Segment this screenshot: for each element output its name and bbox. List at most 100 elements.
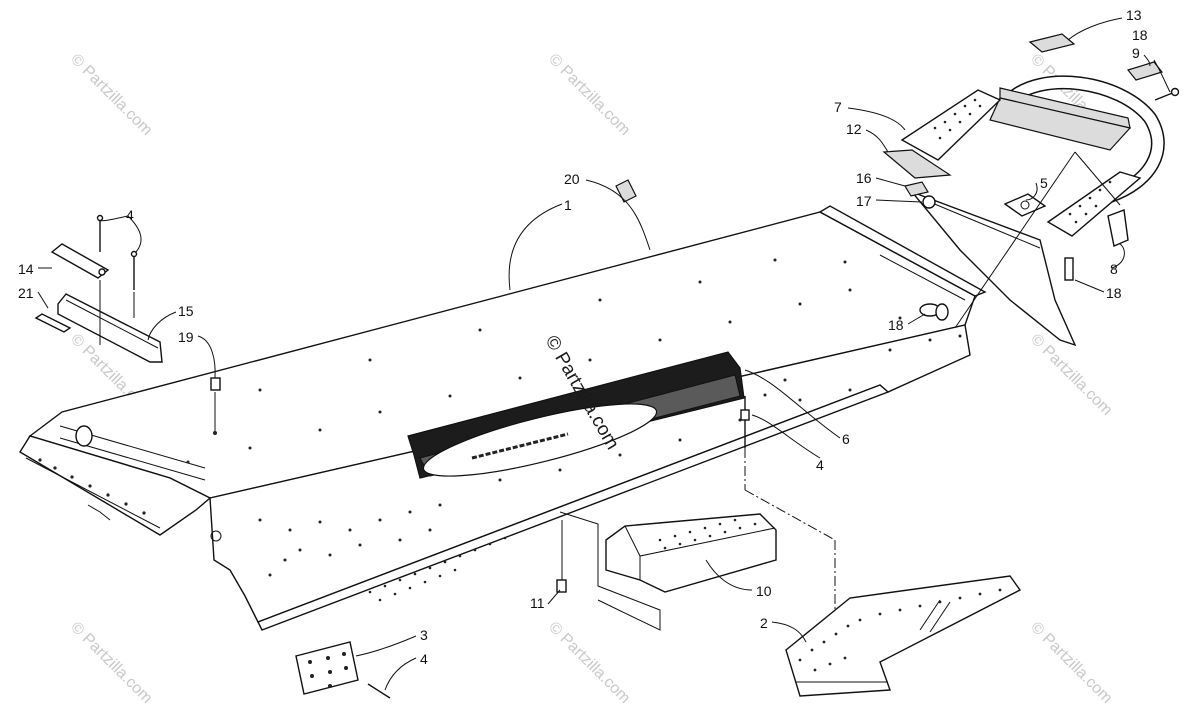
leader-4-front (751, 414, 821, 459)
callout-8: 8 (1110, 261, 1118, 277)
reflector-plate-assembly (295, 641, 391, 699)
leader-4-bottom (384, 657, 417, 691)
leader-1 (508, 203, 563, 291)
leader-5 (1025, 182, 1038, 201)
decal-20 (615, 179, 637, 203)
rear-lip-holes (38, 458, 146, 515)
leader-lines (37, 17, 1171, 691)
bolt-top-head (1170, 87, 1180, 97)
grab-bar-crossbar-lower (989, 97, 1132, 151)
nut-clip (1003, 193, 1047, 217)
callout-4-bottom: 4 (420, 651, 428, 667)
callout-14: 14 (18, 261, 34, 277)
top-hole-pattern (186, 258, 932, 464)
leader-11 (547, 589, 561, 605)
flange-dot-row (368, 536, 507, 602)
callout-labels: 1 2 3 4 4 4 5 6 7 8 9 10 11 12 13 14 15 … (18, 7, 1148, 667)
rivet-19 (210, 377, 221, 391)
strip-21 (34, 313, 72, 333)
rear-bar-knob (75, 425, 93, 447)
snow-flap (909, 190, 1077, 347)
footrest-10 (605, 513, 777, 593)
snow-flap-inner-edge (924, 199, 1041, 249)
footrest-mount-outline (559, 511, 661, 631)
assembly-line-1 (954, 151, 1076, 329)
decal-small-13 (1028, 33, 1076, 53)
bolt-4b-head (130, 250, 138, 258)
bracket-channel-15-crease (65, 299, 159, 349)
leader-12 (865, 129, 889, 153)
bumper-bracket (1107, 209, 1129, 247)
right-step-holes (1068, 180, 1112, 224)
footrest-assembly (556, 511, 777, 631)
callout-5: 5 (1040, 175, 1048, 191)
callout-15: 15 (178, 303, 194, 319)
decal-logo-script (471, 432, 569, 460)
leader-7 (847, 107, 906, 131)
washer (922, 195, 936, 209)
decal-small-9 (1126, 61, 1164, 81)
watermark-bottom-right: © Partzilla.com (1027, 619, 1115, 707)
callout-19: 19 (178, 329, 194, 345)
leader-18-top (1153, 59, 1171, 93)
watermark-bottom-left: © Partzilla.com (67, 619, 155, 707)
tunnel-decal (407, 351, 745, 479)
bracket-plate-14-hole (98, 268, 106, 276)
runner-plate-slot-b (929, 601, 951, 633)
callout-13: 13 (1126, 7, 1142, 23)
left-step (900, 89, 1002, 161)
right-step (1046, 171, 1142, 237)
watermark-bottom-center: © Partzilla.com (545, 619, 633, 707)
callout-9: 9 (1132, 45, 1140, 61)
leader-20 (585, 179, 651, 251)
leader-15 (147, 311, 177, 341)
callout-18-tunnel: 18 (888, 317, 904, 333)
leader-9 (1143, 54, 1151, 67)
callout-11: 11 (530, 595, 545, 611)
leader-3 (355, 635, 417, 657)
rear-lip-edge (25, 457, 161, 529)
callout-1: 1 (564, 197, 572, 213)
bolt-4c-nut (740, 409, 750, 421)
callout-3: 3 (420, 627, 428, 643)
leader-13 (1067, 17, 1123, 41)
leader-16 (875, 177, 906, 187)
leader-6 (744, 369, 841, 439)
runner-plate-assembly (744, 489, 1022, 697)
tunnel-fastener-head (935, 303, 949, 321)
runner-plate-slot-a (919, 599, 941, 631)
leader-4-left-a (127, 215, 142, 253)
callout-4-front: 4 (816, 457, 824, 473)
callout-10: 10 (756, 583, 772, 599)
runner-axis-a (744, 489, 836, 541)
leader-18-right (1074, 279, 1105, 293)
rear-lip-flap (87, 504, 111, 521)
left-step-holes (933, 98, 982, 140)
leader-8 (1111, 243, 1125, 269)
callout-2: 2 (760, 615, 768, 631)
tunnel-assembly (19, 205, 987, 631)
callout-20: 20 (564, 171, 580, 187)
tunnel-side-flange (257, 384, 890, 631)
callout-16: 16 (856, 170, 872, 186)
tunnel-front-lip (818, 205, 987, 297)
leader-18-tunnel (907, 313, 926, 325)
callout-12: 12 (846, 121, 862, 137)
leader-17 (875, 199, 923, 203)
leader-4-left-b (99, 215, 129, 222)
leader-19 (197, 335, 216, 379)
tunnel-front-crease (879, 254, 966, 301)
callout-18-top: 18 (1132, 27, 1148, 43)
callout-4-left: 4 (126, 207, 134, 223)
grab-bar-loop-inner (1004, 77, 1164, 202)
bolt-4a-head (96, 214, 104, 222)
plate-3 (295, 641, 359, 695)
bumper-side-plate (882, 149, 952, 179)
callout-18-right: 18 (1106, 285, 1122, 301)
nut-clip-hole (1020, 200, 1030, 210)
bolt-lower (1064, 257, 1074, 281)
plate-3-holes (308, 652, 348, 688)
rivet-19-hole (213, 431, 217, 435)
footrest-holes (658, 518, 757, 550)
